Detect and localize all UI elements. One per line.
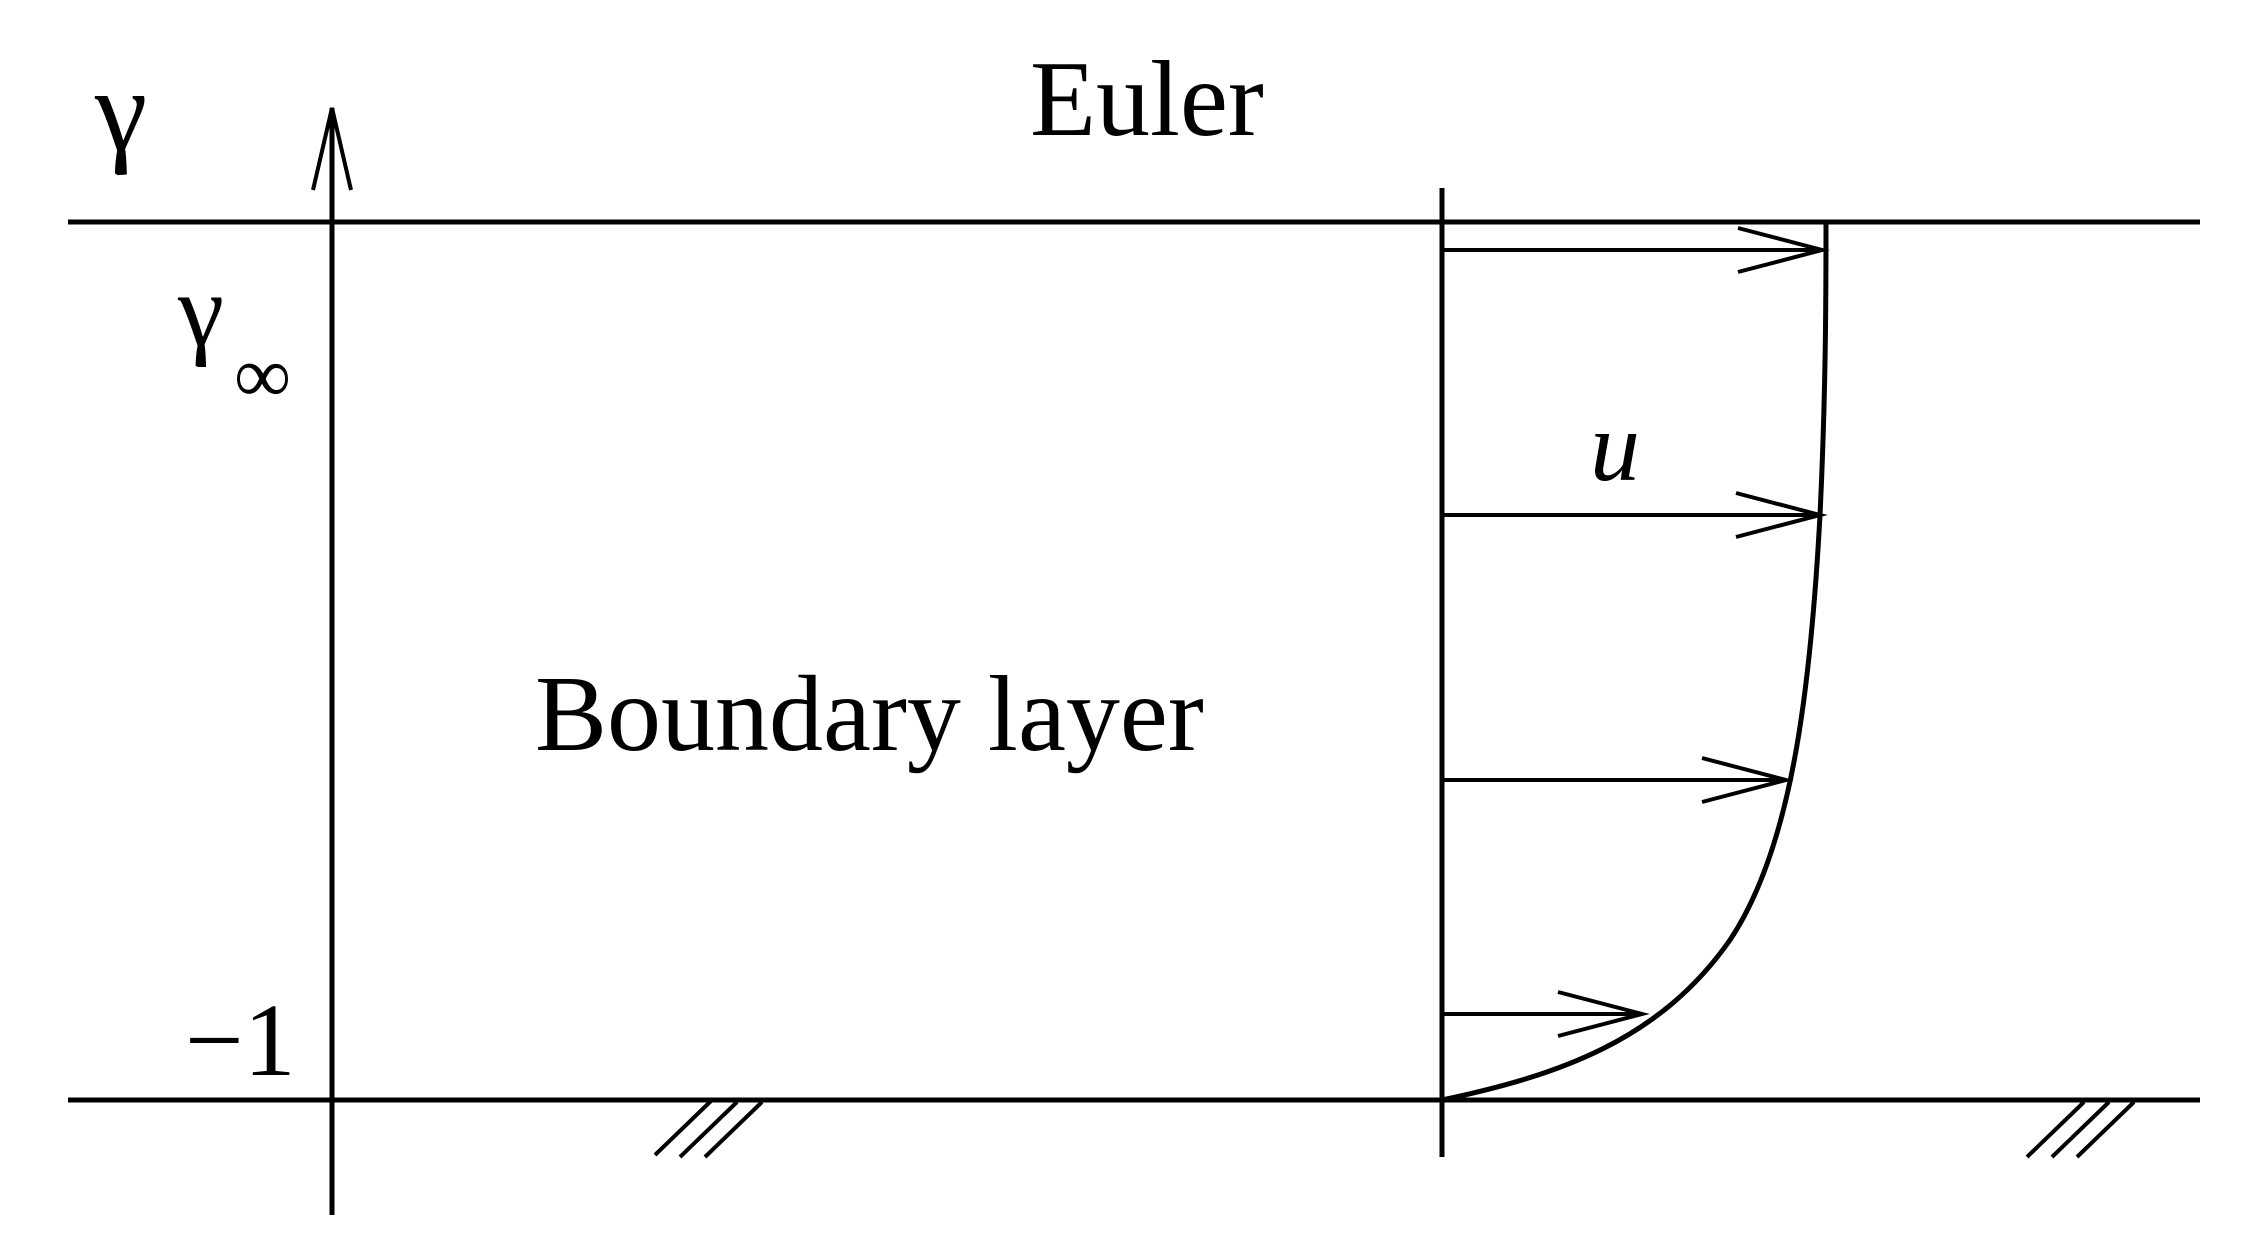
axis-symbol-label: γ xyxy=(94,45,147,176)
velocity-arrow-icon xyxy=(1442,491,1828,539)
velocity-label: u xyxy=(1590,391,1640,502)
wall-hatch-icon xyxy=(2025,1100,2136,1159)
velocity-arrow-icon xyxy=(1442,990,1650,1038)
velocity-arrow-icon xyxy=(1442,756,1794,804)
minus-one-tick-label: −1 xyxy=(185,983,296,1098)
vertical-axis-arrow-icon xyxy=(311,107,353,191)
gamma-infinity-subscript: ∞ xyxy=(234,332,291,420)
velocity-profile-curve xyxy=(1441,221,1829,1103)
velocity-arrow-icon xyxy=(1442,226,1830,274)
euler-region-label: Euler xyxy=(1030,40,1264,159)
gamma-infinity-base: γ xyxy=(177,253,224,368)
boundary-layer-label: Boundary layer xyxy=(535,655,1204,774)
wall-hatch-icon xyxy=(653,1098,764,1159)
